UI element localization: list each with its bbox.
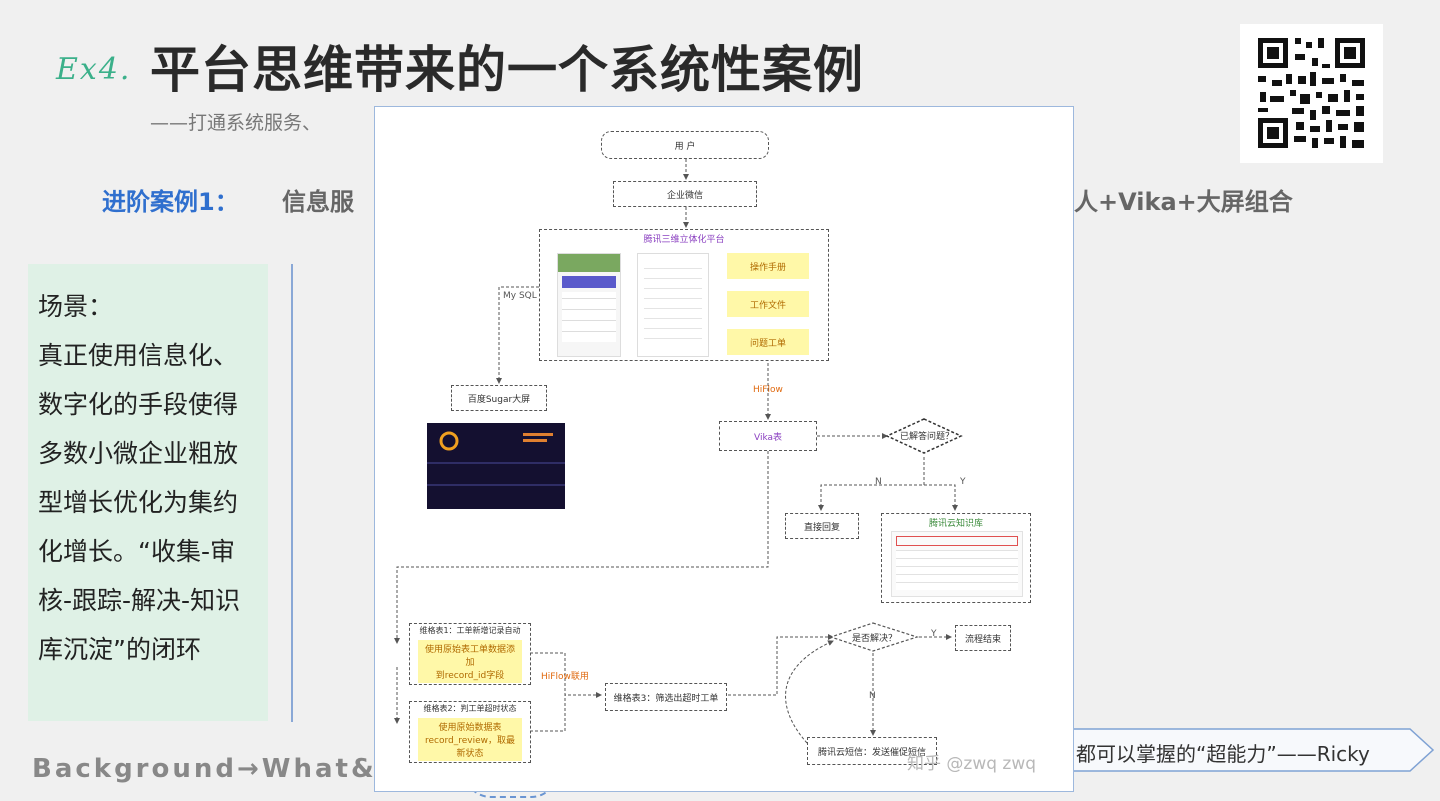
case-text-right: 人+Vika+大屏组合 bbox=[1074, 188, 1293, 216]
scene-line: 核-跟踪-解决-知识 bbox=[38, 586, 241, 615]
platform-label: 腾讯三维立体化平台 bbox=[643, 235, 725, 245]
hiflow-label: HiFlow bbox=[753, 385, 783, 395]
divider bbox=[291, 264, 293, 722]
scene-line: 型增长优化为集约 bbox=[38, 488, 239, 517]
no-label-2: N bbox=[869, 691, 876, 701]
wb1-note: 使用原始表工单数据添加 到record_id字段 bbox=[418, 640, 522, 683]
yes-label-1: Y bbox=[960, 477, 966, 487]
wb1-label: 维格表1：工单新增记录自动 bbox=[419, 626, 521, 635]
no-label-1: N bbox=[875, 477, 882, 487]
scene-line: 库沉淀”的闭环 bbox=[38, 635, 201, 664]
slide-title: 平台思维带来的一个系统性案例 bbox=[150, 41, 864, 99]
note-workdoc: 工作文件 bbox=[727, 291, 809, 317]
node-end: 流程结束 bbox=[955, 625, 1011, 651]
kb-screenshot-thumb bbox=[891, 531, 1023, 597]
dashboard-thumb bbox=[427, 423, 565, 509]
note-manual: 操作手册 bbox=[727, 253, 809, 279]
node-wb1: 维格表1：工单新增记录自动 使用原始表工单数据添加 到record_id字段 bbox=[409, 623, 531, 685]
node-reply: 直接回复 bbox=[785, 513, 859, 539]
case-text: 信息服 bbox=[282, 188, 354, 216]
node-vika: Vika表 bbox=[719, 421, 817, 451]
case-label: 进阶案例1： bbox=[102, 188, 239, 216]
scene-box: 场景： 真正使用信息化、 数字化的手段使得 多数小微企业粗放 型增长优化为集约 … bbox=[28, 264, 268, 721]
watermark: 知乎 @zwq zwq bbox=[907, 754, 1037, 774]
kb-label: 腾讯云知识库 bbox=[928, 519, 983, 529]
flowchart-connectors bbox=[394, 159, 963, 744]
decision-resolved: 是否解决？ bbox=[852, 634, 898, 644]
node-wb2: 维格表2：判工单超时状态 使用原始数据表record_review，取最新状态 bbox=[409, 701, 531, 763]
app-screenshot-thumb bbox=[557, 253, 621, 357]
node-wecom: 企业微信 bbox=[613, 181, 757, 207]
node-user: 用 户 bbox=[601, 131, 769, 159]
mysql-label: My SQL bbox=[503, 291, 537, 301]
node-sugar: 百度Sugar大屏 bbox=[451, 385, 547, 411]
decision-answered: 已解答问题？ bbox=[900, 432, 955, 442]
node-notify: 腾讯云短信：发送催促短信 bbox=[807, 737, 937, 765]
note-ticket: 问题工单 bbox=[727, 329, 809, 355]
flowchart-popup[interactable]: 用 户 企业微信 腾讯三维立体化平台 操作手册 工作文件 问题工单 My SQL… bbox=[374, 106, 1074, 792]
scene-line: 真正使用信息化、 bbox=[38, 341, 239, 370]
quote-text: 都可以掌握的“超能力”——Ricky bbox=[1076, 742, 1370, 766]
scene-line: 多数小微企业粗放 bbox=[38, 439, 239, 468]
scene-line: 数字化的手段使得 bbox=[38, 390, 239, 419]
slide-subtitle: ——打通系统服务、 bbox=[150, 112, 322, 134]
wb2-label: 维格表2：判工单超时状态 bbox=[423, 704, 517, 713]
scene-title: 场景： bbox=[38, 292, 114, 321]
wb2-note: 使用原始数据表record_review，取最新状态 bbox=[418, 718, 522, 761]
qr-code bbox=[1240, 24, 1383, 163]
scene-line: 化增长。“收集-审 bbox=[38, 537, 235, 566]
yes-label-2: Y bbox=[931, 629, 937, 639]
form-screenshot-thumb bbox=[637, 253, 709, 357]
node-wb3: 维格表3：筛选出超时工单 bbox=[605, 683, 727, 711]
example-label: Ex4. bbox=[56, 52, 132, 87]
hiflow-linkage-label: HiFlow联用 bbox=[541, 672, 589, 682]
